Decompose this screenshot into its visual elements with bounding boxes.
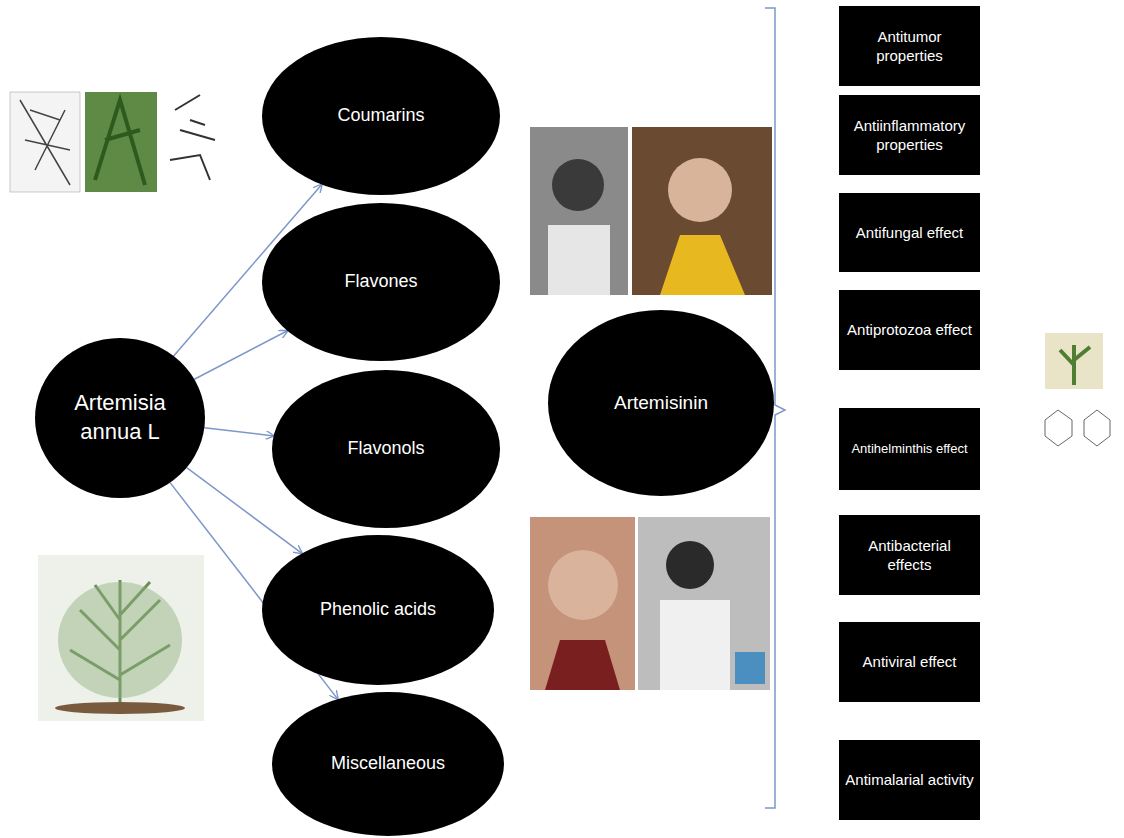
node-label: Antiprotozoa effect	[847, 320, 972, 340]
compound-ellipse: Coumarins	[262, 37, 500, 195]
plant-drawings	[10, 92, 224, 192]
node-label: Antifungal effect	[856, 223, 963, 243]
ellipse-outline	[35, 338, 205, 498]
node-label: Miscellaneous	[331, 752, 445, 775]
source-ellipse: Artemisia annua L	[35, 338, 205, 498]
node-label: Flavones	[344, 270, 417, 293]
effect-box: Antiviral effect	[839, 622, 980, 702]
effect-box: Antiprotozoa effect	[839, 290, 980, 370]
compound-ellipse: Miscellaneous	[272, 692, 504, 836]
effect-box: Antimalarial activity	[839, 740, 980, 820]
node-label: Antitumor properties	[845, 27, 974, 66]
arrow-connector	[204, 428, 273, 436]
node-label: Antiinflammatory properties	[845, 116, 974, 155]
node-label: Phenolic acids	[320, 598, 436, 621]
node-label: Artemisinin	[614, 391, 708, 416]
artemisinin-figures	[1045, 333, 1110, 446]
node-label: Antihelminthis effect	[851, 441, 967, 458]
compound-ellipse: Flavones	[262, 203, 500, 361]
node-label: Coumarins	[337, 104, 424, 127]
node-label: Antimalarial activity	[845, 770, 973, 790]
plant-illustration	[38, 555, 204, 721]
node-label: Antiviral effect	[863, 652, 957, 672]
effect-box: Antiinflammatory properties	[839, 95, 980, 175]
artemisinin-ellipse: Artemisinin	[548, 310, 774, 496]
arrow-connector	[194, 331, 287, 379]
effect-box: Antifungal effect	[839, 193, 980, 272]
node-label: Flavonols	[347, 437, 424, 460]
compound-ellipse: Phenolic acids	[262, 535, 494, 685]
effect-box: Antibacterial effects	[839, 515, 980, 595]
effect-box: Antitumor properties	[839, 6, 980, 86]
compound-ellipse: Flavonols	[272, 370, 500, 528]
node-label: Antibacterial effects	[845, 536, 974, 575]
effect-box: Antihelminthis effect	[839, 408, 980, 490]
node-label: Artemisia annua L	[62, 389, 178, 446]
